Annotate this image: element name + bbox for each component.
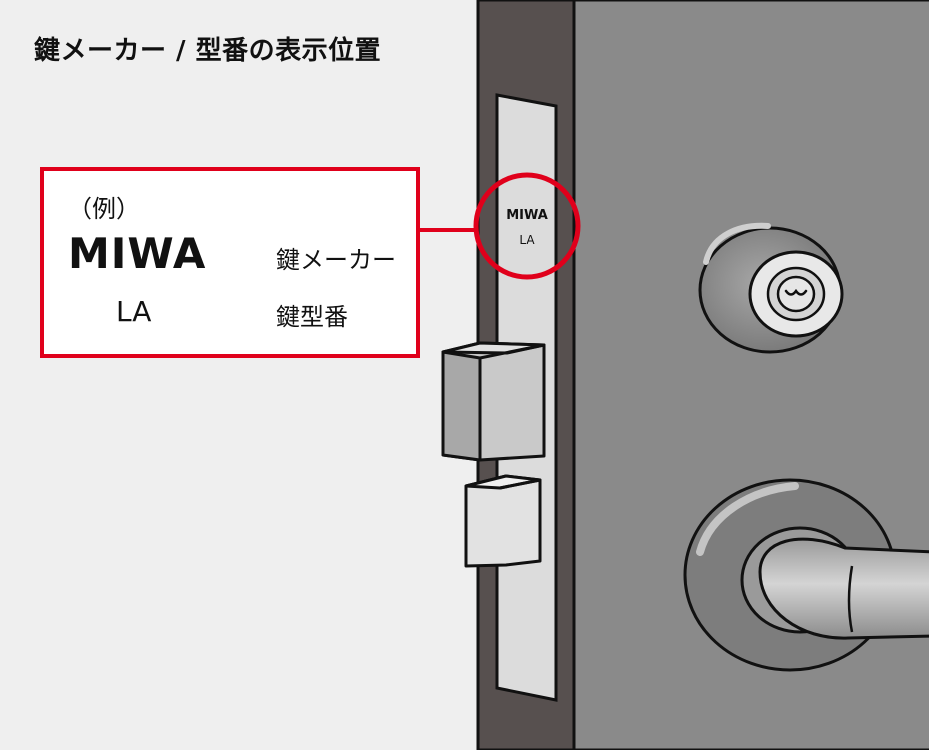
page-title: 鍵メーカー / 型番の表示位置 — [34, 36, 382, 66]
model-value: LA — [116, 295, 152, 328]
strike-plate-model-text: LA — [519, 233, 535, 247]
maker-value: MIWA — [68, 229, 207, 278]
highlight-circle — [473, 172, 581, 280]
cylinder-lock — [698, 222, 844, 354]
maker-caption: 鍵メーカー — [276, 246, 396, 274]
example-label: （例） — [68, 195, 140, 223]
example-callout-box: （例） MIWA LA 鍵メーカー 鍵型番 — [40, 167, 420, 358]
latch-bolt — [441, 341, 546, 462]
model-caption: 鍵型番 — [276, 303, 348, 331]
strike-plate-maker-text: MIWA — [506, 208, 548, 223]
lever-handle — [683, 478, 929, 672]
dead-bolt — [464, 474, 542, 568]
keyhole-icon — [784, 288, 808, 296]
